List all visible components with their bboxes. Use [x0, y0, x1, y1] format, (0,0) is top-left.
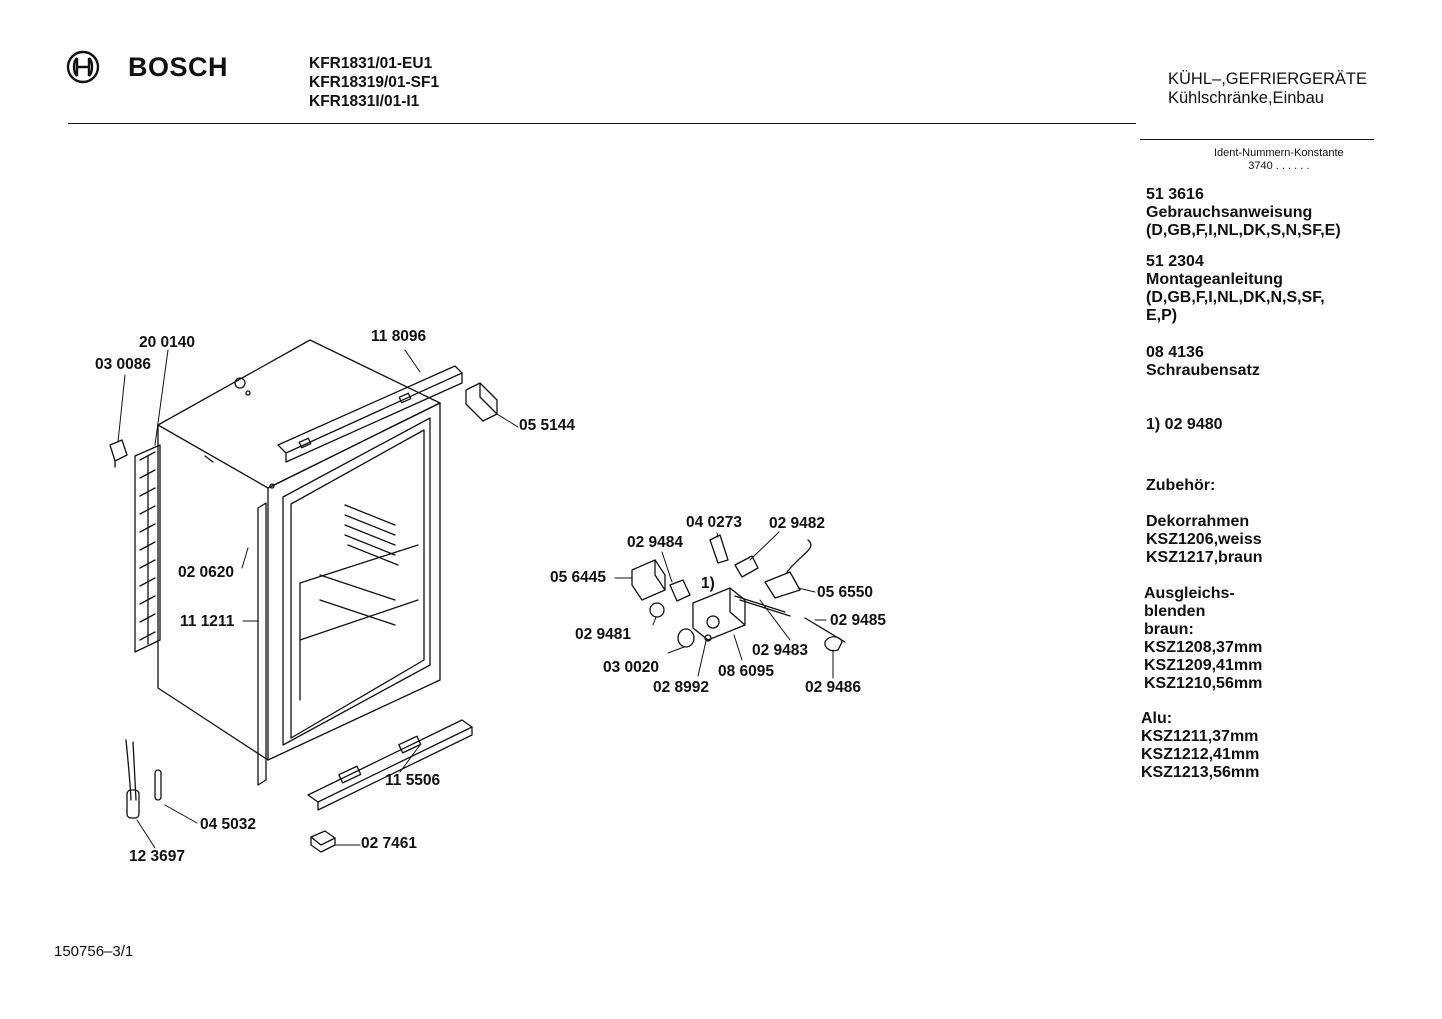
ident-value: 3740 . . . . . . — [1248, 160, 1310, 172]
model-number: KFR18319/01-SF1 — [309, 74, 440, 91]
leader-lines — [118, 350, 833, 848]
part-label: 04 5032 — [200, 816, 257, 833]
entry-text: KSZ1212,41mm — [1141, 746, 1260, 763]
model-number: KFR1831/01-EU1 — [309, 55, 433, 72]
part-label: 02 0620 — [178, 564, 235, 581]
part-label: 02 9481 — [575, 626, 632, 643]
brand: BOSCH — [66, 50, 228, 84]
entry-text: KSZ1210,56mm — [1144, 675, 1263, 692]
part-label: 02 9483 — [752, 642, 809, 659]
header-rule — [68, 123, 1136, 124]
side-entry-decor-frame: Dekorrahmen KSZ1206,weiss KSZ1217,braun — [1146, 513, 1262, 567]
entry-text: KSZ1206,weiss — [1146, 531, 1262, 548]
entry-text: KSZ1208,37mm — [1144, 639, 1263, 656]
brand-name: BOSCH — [128, 51, 229, 82]
part-label: 20 0140 — [139, 334, 196, 351]
part-number: 08 4136 — [1146, 344, 1204, 361]
entry-heading: Ausgleichs- — [1144, 585, 1235, 602]
door-rail — [258, 503, 266, 785]
part-label: 02 9486 — [805, 679, 862, 696]
part-number: 51 3616 — [1146, 186, 1204, 203]
entry-text: 1) 02 9480 — [1146, 416, 1223, 433]
part-label: 11 5506 — [385, 772, 441, 789]
side-entry-mounting: 51 2304 Montageanleitung (D,GB,F,I,NL,DK… — [1146, 253, 1325, 325]
entry-text: Schraubensatz — [1146, 362, 1260, 379]
part-label: 12 3697 — [129, 848, 186, 865]
part-label: 03 0086 — [95, 356, 152, 373]
part-label: 05 6445 — [550, 569, 607, 586]
part-label: 04 0273 — [686, 514, 743, 531]
category-title: KÜHL–,GEFRIERGERÄTE — [1168, 70, 1367, 88]
part-label: 02 9484 — [627, 534, 684, 551]
part-label: 03 0020 — [603, 659, 660, 676]
condenser — [135, 445, 160, 652]
ident-label: Ident-Nummern-Konstante — [1214, 147, 1344, 159]
ident-rule — [1140, 139, 1374, 140]
entry-text: KSZ1211,37mm — [1141, 728, 1259, 745]
side-entry-screws: 08 4136 Schraubensatz — [1146, 344, 1260, 380]
hinge-small — [466, 383, 497, 421]
part-label: 05 6550 — [817, 584, 874, 601]
bosch-logo-icon — [66, 50, 100, 84]
part-label: 05 5144 — [519, 417, 576, 434]
side-entry-accessories: Zubehör: — [1146, 477, 1215, 495]
entry-text: Gebrauchsanweisung — [1146, 204, 1313, 221]
part-label: 02 7461 — [361, 835, 418, 852]
entry-heading: Alu: — [1141, 710, 1173, 727]
entry-heading: Zubehör: — [1146, 477, 1216, 494]
hinge-strip-top — [278, 366, 462, 462]
side-entry-alu: Alu: KSZ1211,37mm KSZ1212,41mm KSZ1213,5… — [1141, 710, 1259, 782]
drawing-number: 150756–3/1 — [54, 943, 134, 960]
side-entry-footnote: 1) 02 9480 — [1146, 416, 1223, 434]
entry-text: KSZ1209,41mm — [1144, 657, 1263, 674]
entry-heading: Dekorrahmen — [1146, 513, 1250, 530]
part-number: 51 2304 — [1146, 253, 1204, 270]
part-label: 11 8096 — [371, 328, 427, 345]
entry-text: KSZ1217,braun — [1146, 549, 1263, 566]
entry-text: Montageanleitung — [1146, 271, 1283, 288]
thermostat-assembly — [632, 535, 845, 651]
entry-text: E,P) — [1146, 307, 1178, 324]
entry-heading: blenden — [1144, 603, 1206, 620]
side-entry-filler-panels: Ausgleichs- blenden braun: KSZ1208,37mm … — [1144, 585, 1262, 693]
model-list: KFR1831/01-EU1 KFR18319/01-SF1 KFR1831I/… — [309, 54, 439, 111]
category-subtitle: Kühlschränke,Einbau — [1168, 89, 1324, 107]
part-label: 02 8992 — [653, 679, 710, 696]
footnote-marker: 1) — [701, 575, 715, 592]
entry-heading: braun: — [1144, 621, 1194, 638]
part-label: 02 9485 — [830, 612, 887, 629]
entry-text: (D,GB,F,I,NL,DK,N,S,SF, — [1146, 289, 1325, 306]
side-entry-instructions: 51 3616 Gebrauchsanweisung (D,GB,F,I,NL,… — [1146, 186, 1341, 240]
small-block — [311, 831, 335, 852]
part-label: 02 9482 — [769, 515, 826, 532]
cabinet-body — [158, 340, 440, 760]
part-label: 11 1211 — [180, 613, 235, 630]
ident-constant: Ident-Nummern-Konstante 3740 . . . . . . — [1214, 147, 1344, 173]
clip — [110, 440, 127, 467]
sensor-tube — [126, 740, 161, 818]
bottom-bracket — [308, 720, 472, 810]
entry-text: (D,GB,F,I,NL,DK,S,N,SF,E) — [1146, 222, 1341, 239]
model-number: KFR1831I/01-I1 — [309, 93, 420, 110]
appliance-category: KÜHL–,GEFRIERGERÄTE Kühlschränke,Einbau — [1168, 70, 1367, 108]
part-label: 08 6095 — [718, 663, 775, 680]
entry-text: KSZ1213,56mm — [1141, 764, 1260, 781]
